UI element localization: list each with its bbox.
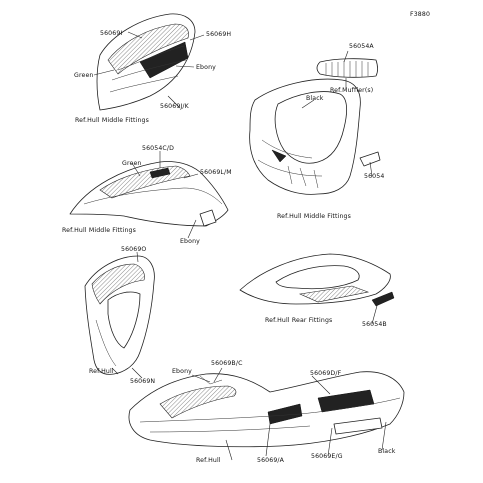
callout-56069LM: 56069L/M bbox=[200, 169, 232, 176]
callout-56069DF: 56069D/F bbox=[310, 370, 342, 377]
callout-black-hull: Black bbox=[378, 448, 396, 455]
callout-56054B: 56054B bbox=[362, 321, 387, 328]
callout-56069O: 56069O bbox=[121, 246, 147, 253]
callout-56069EG: 56069E/G bbox=[311, 453, 343, 460]
figure-code: F3880 bbox=[410, 11, 431, 18]
muffler-grip-part bbox=[316, 58, 378, 78]
callout-ref-hull-1: Ref.Hull bbox=[89, 368, 114, 375]
hull-deck-part bbox=[249, 78, 381, 195]
nose-cover-part bbox=[96, 13, 196, 111]
callout-ref-muffler: Ref.Muffler(s) bbox=[330, 87, 374, 94]
callout-56054CD: 56054C/D bbox=[142, 145, 175, 152]
callout-56069A: 56069/A bbox=[257, 457, 285, 464]
callout-ref-hull-middle-1: Ref.Hull Middle Fittings bbox=[75, 117, 149, 124]
callout-ebony-hull: Ebony bbox=[172, 368, 192, 375]
callout-56069JK: 56069J/K bbox=[160, 103, 189, 110]
callout-green-mid: Green bbox=[122, 160, 142, 167]
callout-black-mid: Black bbox=[306, 95, 324, 102]
callout-ebony-top: Ebony bbox=[196, 64, 216, 71]
callout-ref-hull-middle-2: Ref.Hull Middle Fittings bbox=[277, 213, 351, 220]
callout-ebony-mid: Ebony bbox=[180, 238, 200, 245]
front-hood-part bbox=[84, 255, 155, 375]
callout-56069N: 56069N bbox=[130, 378, 156, 385]
callout-56069BC: 56069B/C bbox=[211, 360, 243, 367]
hull-part bbox=[128, 371, 405, 448]
callout-ref-hull-middle-3: Ref.Hull Middle Fittings bbox=[62, 227, 136, 234]
callout-56069H: 56069H bbox=[206, 31, 232, 38]
callout-green-top: Green bbox=[74, 72, 94, 79]
side-cover-part bbox=[69, 161, 229, 227]
leader-lines bbox=[93, 31, 387, 461]
rear-step-part bbox=[239, 253, 395, 307]
callout-56069I: 56069I bbox=[100, 30, 123, 37]
callout-ref-hull-2: Ref.Hull bbox=[196, 457, 221, 464]
callout-56054A: 56054A bbox=[349, 43, 374, 50]
callout-56054: 56054 bbox=[364, 173, 385, 180]
callout-ref-hull-rear: Ref.Hull Rear Fittings bbox=[265, 317, 333, 324]
